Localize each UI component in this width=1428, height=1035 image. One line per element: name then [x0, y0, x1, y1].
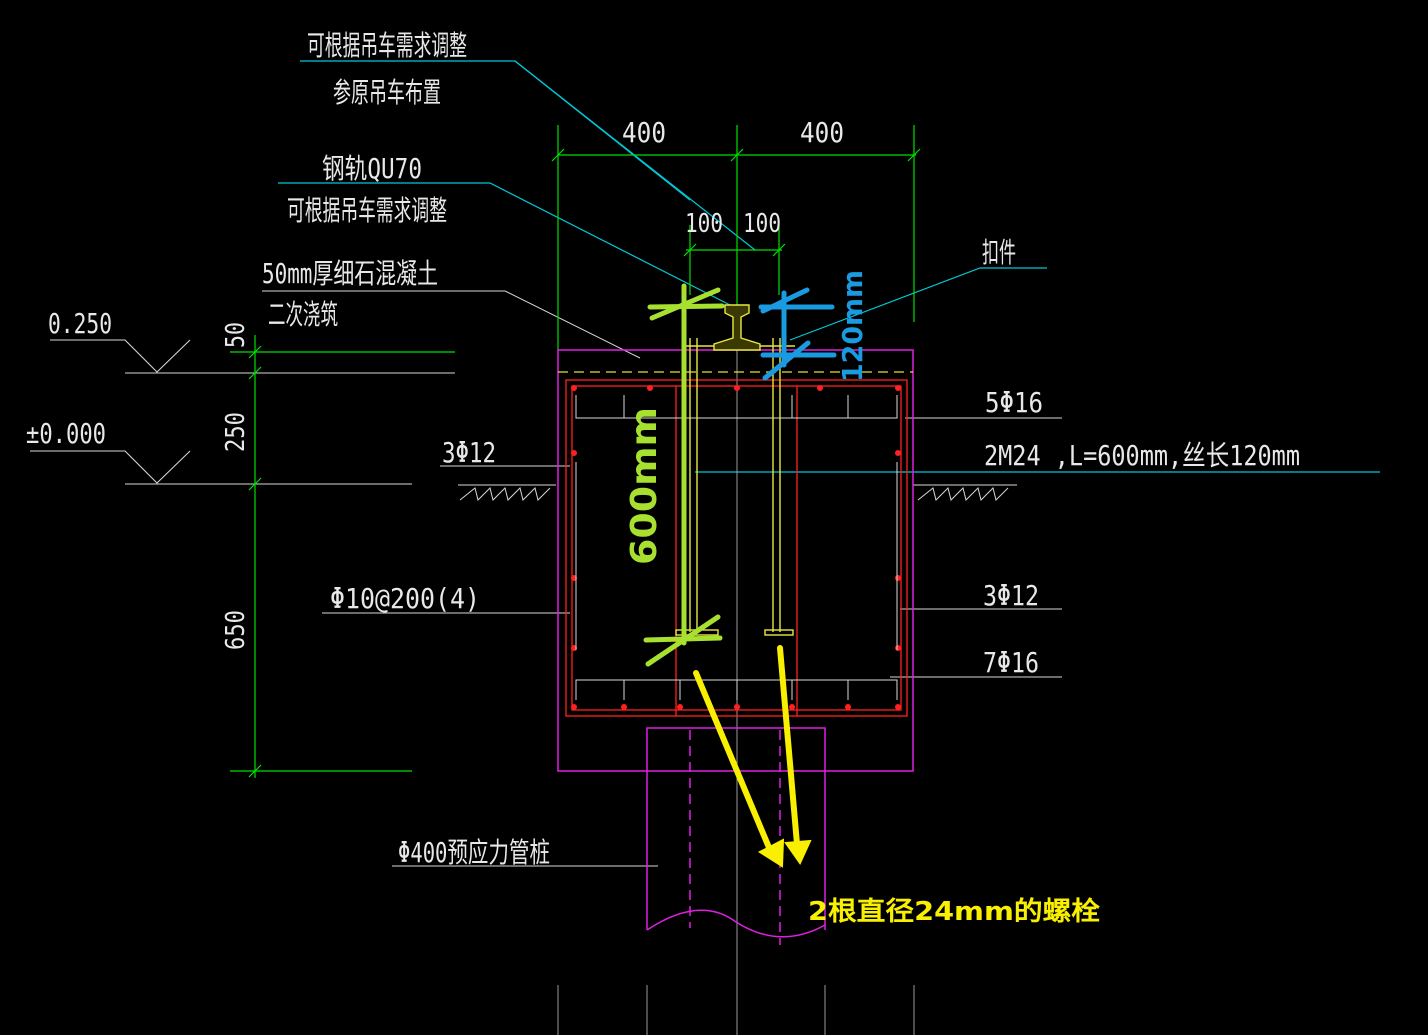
rebar-top-label: 5Φ16: [985, 386, 1043, 419]
cad-labels: 可根据吊车需求调整 参原吊车布置 400 400 钢轨QU70 可根据吊车需求调…: [26, 29, 1300, 869]
thread-length-highlight: [758, 287, 837, 381]
bolt-arrows: [693, 645, 812, 868]
dim-400-right: 400: [800, 116, 844, 149]
dim-250: 250: [221, 412, 251, 452]
bolt-spec-label: 2M24 ,L=600mm,丝长120mm: [984, 439, 1300, 472]
bolt-length-annotation: 600mm: [624, 407, 665, 565]
elev-top: 0.250: [48, 307, 112, 340]
rebar-side-right-label: 3Φ12: [983, 579, 1039, 612]
fastener-label: 扣件: [982, 236, 1016, 269]
stirrup-label: Φ10@200(4): [330, 582, 480, 615]
thread-length-annotation: 120mm: [836, 270, 869, 382]
dim-100-right: 100: [743, 209, 781, 239]
concrete-outline: [557, 349, 914, 945]
leader-lines: [278, 60, 1380, 473]
rebar-side-left-label: 3Φ12: [442, 436, 496, 469]
rebar-dots: [571, 385, 901, 710]
rail-name: 钢轨QU70: [322, 152, 422, 185]
topping-label-1: 50mm厚细石混凝土: [262, 257, 438, 290]
annotation-labels: 600mm 120mm 2根直径24mm的螺栓: [624, 270, 1100, 927]
dim-650: 650: [221, 610, 251, 650]
dim-100-left: 100: [685, 209, 723, 239]
crane-note-1: 可根据吊车需求调整: [307, 29, 467, 62]
white-leaders: [30, 290, 1062, 867]
rebar-bottom-label: 7Φ16: [983, 646, 1039, 679]
elev-zero: ±0.000: [26, 417, 106, 450]
bolts: [675, 338, 795, 636]
crane-note-2: 参原吊车布置: [333, 76, 441, 109]
pile-label: Φ400预应力管桩: [398, 836, 550, 869]
rail-section: [713, 304, 761, 351]
bolt-length-highlight: [643, 283, 725, 667]
axis-lines: [557, 350, 915, 1035]
dim-400-left: 400: [622, 116, 666, 149]
topping-label-2: 二次浇筑: [268, 298, 338, 331]
rail-note: 可根据吊车需求调整: [287, 194, 447, 227]
dim-50: 50: [221, 322, 251, 348]
bolt-note-annotation: 2根直径24mm的螺栓: [808, 896, 1100, 927]
